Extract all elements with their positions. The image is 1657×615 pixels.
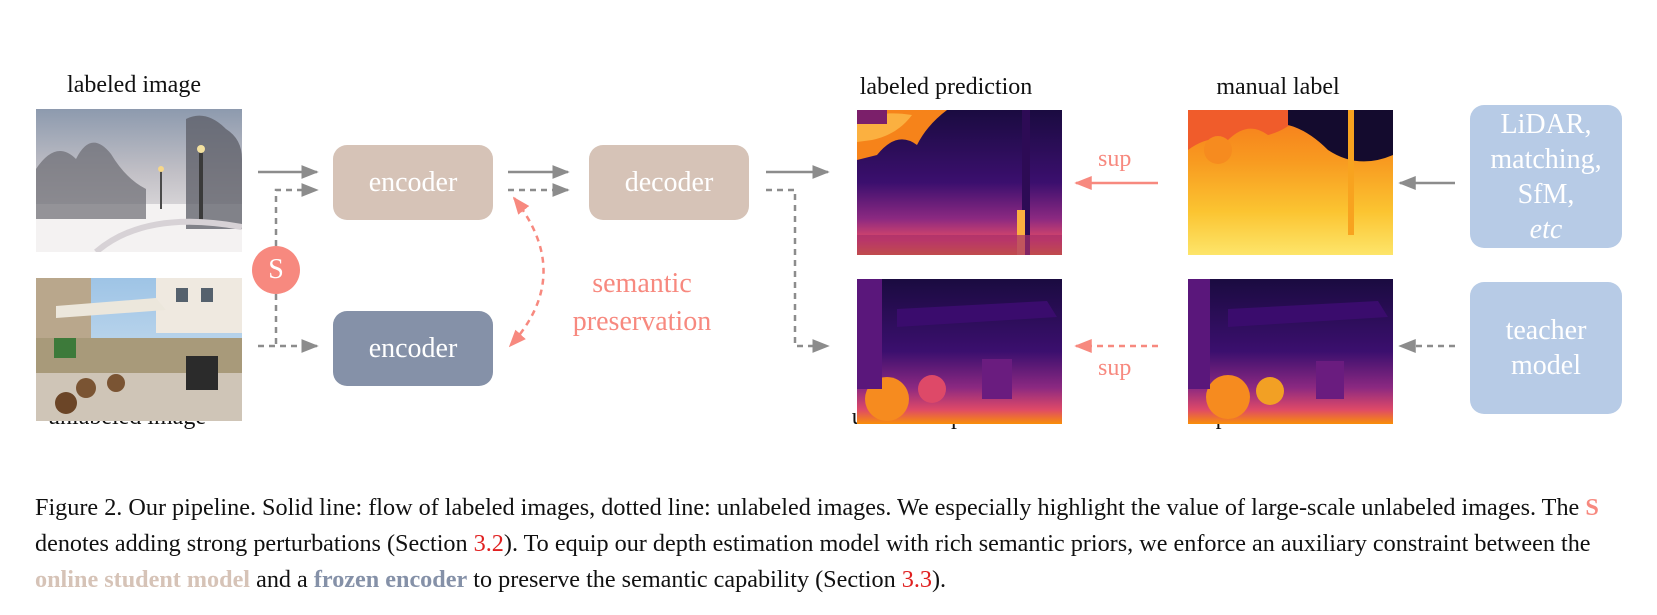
labeled-source-block: LiDAR, matching, SfM, etc bbox=[1470, 105, 1622, 248]
strong-perturbation-marker: S bbox=[252, 246, 300, 294]
sup-label-bottom: sup bbox=[1098, 355, 1132, 381]
caption-ref-3-2[interactable]: 3.2 bbox=[473, 530, 504, 557]
unlabeled-prediction-map bbox=[857, 279, 1062, 424]
caption-s-symbol: S bbox=[1585, 494, 1599, 521]
semantic-preservation-arrow bbox=[508, 196, 545, 348]
unlabeled-image bbox=[36, 278, 242, 421]
student-encoder-block: encoder bbox=[333, 145, 493, 220]
manual-label-map bbox=[1188, 110, 1393, 255]
arrow-unlabeled-to-student-encoder bbox=[274, 183, 319, 246]
caption-frozen-encoder: frozen encoder bbox=[313, 566, 468, 593]
labeled-image-label: labeled image bbox=[67, 72, 201, 98]
manual-label-label: manual label bbox=[1216, 74, 1340, 100]
pipeline-arrows bbox=[258, 165, 1455, 353]
figure-caption: Figure 2. Our pipeline. Solid line: flow… bbox=[35, 494, 1599, 593]
labeled-prediction-label: labeled prediction bbox=[859, 74, 1033, 100]
caption-ref-3-3[interactable]: 3.3 bbox=[901, 566, 932, 593]
caption-online-student: online student model bbox=[35, 566, 251, 593]
sup-label-top: sup bbox=[1098, 146, 1132, 172]
pseudo-label-map bbox=[1188, 279, 1393, 424]
teacher-model-block: teacher model bbox=[1470, 282, 1622, 414]
labeled-prediction-map bbox=[857, 110, 1062, 255]
arrow-decoder-to-unlabeled-prediction bbox=[766, 188, 830, 353]
labeled-image bbox=[36, 109, 242, 252]
semantic-preservation-label: semantic preservation bbox=[572, 268, 712, 337]
decoder-block: decoder bbox=[589, 145, 749, 220]
frozen-encoder-block: encoder bbox=[333, 311, 493, 386]
